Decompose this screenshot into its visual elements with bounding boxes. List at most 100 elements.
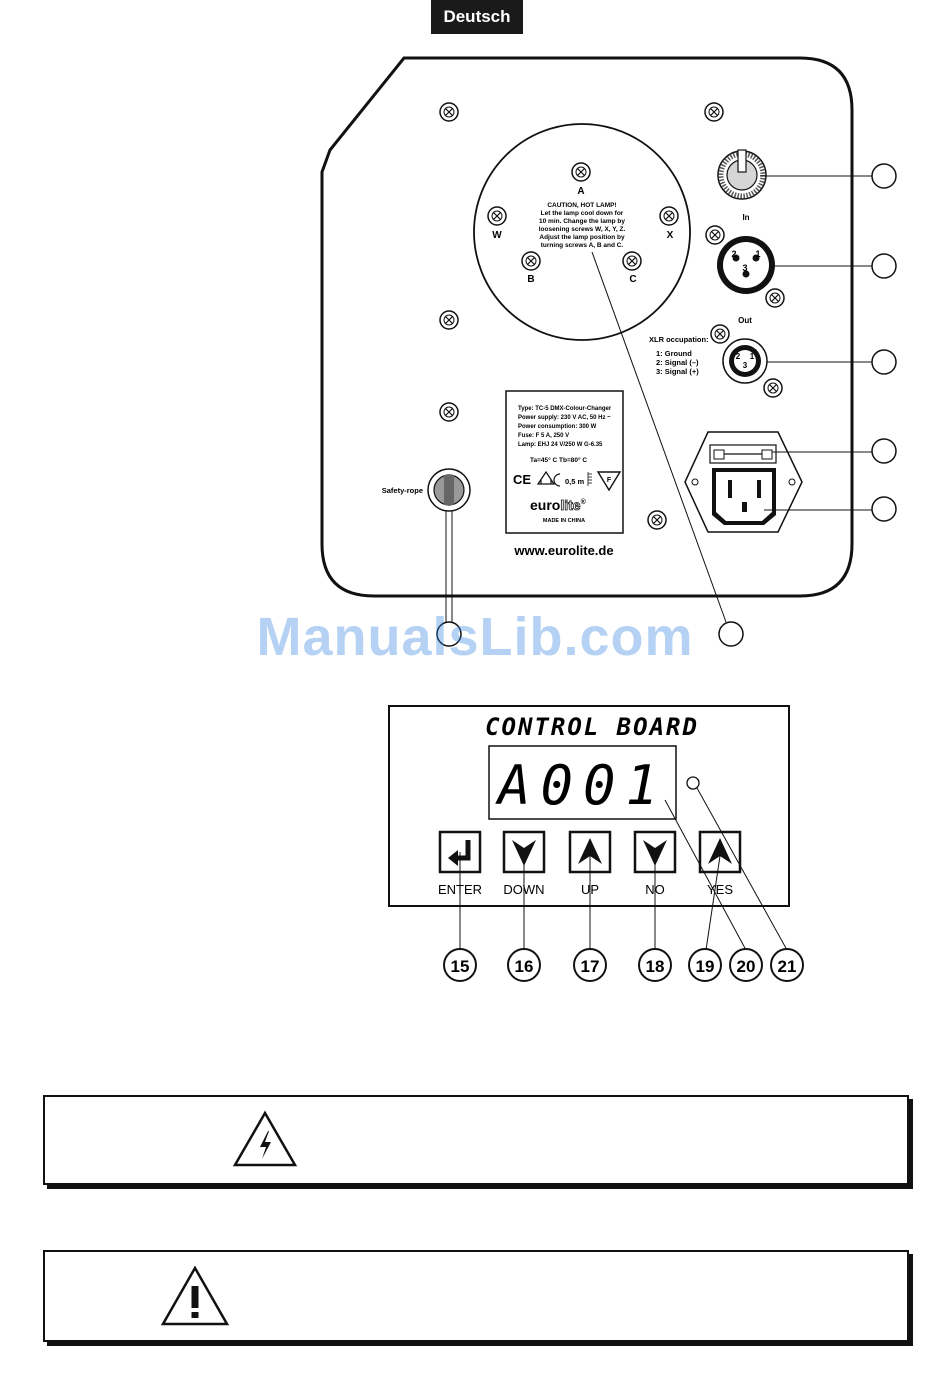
type-plate: Type: TC-5 DMX-Colour-Changer Power supp… (505, 390, 624, 534)
screw-label-a: A (577, 186, 584, 197)
yes-button[interactable] (698, 830, 742, 874)
xlr-out-socket[interactable]: 2 1 3 (722, 338, 768, 384)
xlr-out-pin-3: 3 (743, 361, 748, 370)
svg-text:Adjust the lamp position by: Adjust the lamp position by (539, 234, 625, 241)
safety-rope-eyelet[interactable] (427, 468, 471, 512)
led-display-frame (488, 745, 677, 820)
xlr-in-pin-1: 1 (755, 249, 760, 259)
callout-circle-power (871, 496, 897, 522)
exclamation-icon (160, 1265, 230, 1326)
screw-mid-left (439, 310, 459, 330)
svg-text:18: 18 (646, 957, 665, 976)
callout-20: 20 (729, 948, 763, 982)
callout-leaders (445, 175, 872, 623)
address-knob[interactable] (717, 149, 767, 200)
screw-xlr-out-2 (763, 378, 783, 398)
xlr-in-pin-2: 2 (731, 249, 736, 259)
arrow-up-icon (578, 838, 602, 864)
screw-plate (647, 510, 667, 530)
indoor-use-icon (536, 470, 556, 485)
xlr-out-pin-2: 2 (736, 352, 741, 361)
electric-warning-box (43, 1095, 909, 1185)
screw-c (622, 251, 642, 271)
screw-label-c: C (629, 274, 636, 285)
svg-text:17: 17 (581, 957, 600, 976)
svg-text:10 min. Change the lamp by: 10 min. Change the lamp by (539, 218, 625, 225)
svg-text:loosening screws W, X, Y, Z.: loosening screws W, X, Y, Z. (539, 226, 626, 233)
svg-text:3: Signal (+): 3: Signal (+) (656, 367, 699, 376)
brand-logo: eurolite® (530, 497, 587, 513)
xlr-out-pin-1: 1 (750, 352, 755, 361)
xlr-in-socket[interactable]: 2 1 3 (717, 236, 775, 294)
screw-w (487, 206, 507, 226)
lamp-distance-icon (553, 473, 561, 487)
svg-text:Let the lamp cool down for: Let the lamp cool down for (541, 210, 624, 217)
svg-text:2: Signal (–): 2: Signal (–) (656, 358, 699, 367)
control-callouts: 15 16 17 18 19 20 21 (443, 948, 804, 982)
control-board-title: CONTROL BOARD (485, 713, 699, 741)
high-voltage-icon (232, 1110, 298, 1167)
power-inlet[interactable] (684, 431, 803, 533)
callout-circle-fuse (871, 438, 897, 464)
callout-19: 19 (688, 948, 722, 982)
callout-circle-xlr-out (871, 349, 897, 375)
rear-callout-circles (436, 163, 897, 647)
distance-label: 0,5 m (565, 477, 585, 486)
xlr-in-label: In (742, 213, 749, 222)
control-board-drawing: CONTROL BOARD A001 ENTER DOWN UP NO YES (388, 705, 804, 982)
housing-outline (320, 56, 854, 598)
website-label: www.eurolite.de (513, 543, 613, 558)
distance-hatch-icon (587, 472, 592, 486)
xlr-in-pin-3: 3 (742, 263, 747, 273)
svg-text:XLR occupation:: XLR occupation: (649, 335, 709, 344)
callout-circle-lamp (718, 621, 744, 647)
svg-text:16: 16 (515, 957, 534, 976)
svg-text:19: 19 (696, 957, 715, 976)
arrow-up-icon (708, 838, 732, 864)
screw-top-left (439, 102, 459, 122)
language-tab: Deutsch (431, 0, 523, 34)
xlr-out-label: Out (738, 316, 752, 325)
screw-a (571, 162, 591, 182)
callout-circle-knob (871, 163, 897, 189)
svg-text:turning screws A, B and C.: turning screws A, B and C. (541, 242, 624, 249)
led-display-value: A001 (495, 754, 668, 817)
screw-low-left (439, 402, 459, 422)
callout-16: 16 (507, 948, 541, 982)
screw-xlr-in-1 (705, 225, 725, 245)
svg-text:Ta=45° C Tb=80° C: Ta=45° C Tb=80° C (530, 456, 587, 464)
status-led (686, 776, 700, 790)
screw-top-right (704, 102, 724, 122)
rear-panel-drawing: A W X B C CAUTION, HOT LAMP! Let the lam… (320, 56, 897, 647)
svg-text:Fuse: F 5 A, 250 V: Fuse: F 5 A, 250 V (518, 433, 569, 439)
svg-text:CAUTION, HOT LAMP!: CAUTION, HOT LAMP! (547, 202, 616, 209)
screw-label-w: W (492, 230, 502, 241)
screw-x (659, 206, 679, 226)
watermark: ManualsLib.com (256, 607, 694, 667)
svg-text:15: 15 (451, 957, 470, 976)
made-in-label: MADE IN CHINA (543, 518, 585, 524)
svg-text:20: 20 (737, 957, 756, 976)
yes-label: YES (707, 882, 733, 897)
screw-b (521, 251, 541, 271)
lamp-caution-text: CAUTION, HOT LAMP! Let the lamp cool dow… (539, 202, 626, 249)
svg-text:Type: TC-5 DMX-Colour-Changer: Type: TC-5 DMX-Colour-Changer (518, 406, 612, 412)
callout-18: 18 (638, 948, 672, 982)
screw-xlr-out-1 (710, 324, 730, 344)
callout-15: 15 (443, 948, 477, 982)
f-mark-letter: F (607, 477, 612, 484)
svg-text:21: 21 (778, 957, 797, 976)
svg-text:Power supply: 230 V AC, 50 Hz: Power supply: 230 V AC, 50 Hz ~ (518, 415, 611, 421)
callout-21: 21 (770, 948, 804, 982)
screw-label-b: B (527, 274, 534, 285)
svg-text:Power consumption: 300 W: Power consumption: 300 W (518, 424, 597, 430)
screw-xlr-in-2 (765, 288, 785, 308)
control-leaders (459, 787, 788, 951)
f-mark-icon (596, 471, 622, 492)
arrow-down-icon (643, 840, 667, 866)
safety-rope-label: Safety-rope (382, 486, 423, 495)
lamp-cover (473, 123, 691, 341)
screw-label-x: X (667, 230, 674, 241)
svg-text:Lamp: EHJ 24 V/250 W G-6.35: Lamp: EHJ 24 V/250 W G-6.35 (518, 442, 603, 448)
svg-text:1: Ground: 1: Ground (656, 349, 692, 358)
